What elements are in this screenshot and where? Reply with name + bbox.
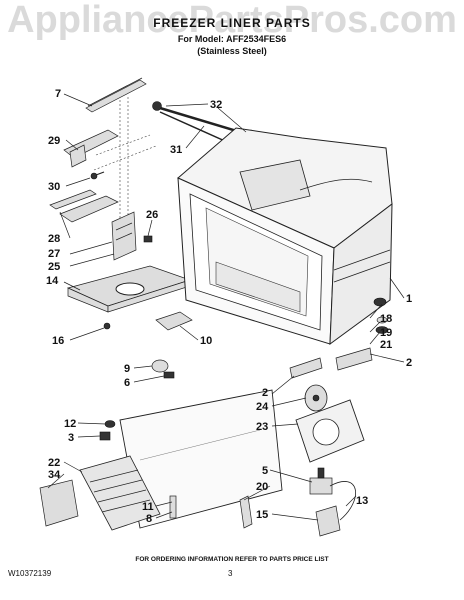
callout-23: 23 xyxy=(256,421,268,433)
diagram-title: FREEZER LINER PARTS xyxy=(153,16,311,30)
leader-lines xyxy=(47,93,405,521)
variant-label: (Stainless Steel) xyxy=(197,46,267,56)
callout-32: 32 xyxy=(210,99,222,111)
callout-14: 14 xyxy=(46,275,59,287)
callout-6: 6 xyxy=(124,377,130,389)
part-20-strip xyxy=(239,495,253,529)
part-9-6-damper xyxy=(151,359,175,379)
guide-lines xyxy=(93,97,157,232)
part-5-motor xyxy=(309,467,333,495)
callout-13: 13 xyxy=(356,495,368,507)
callout-labels: 7 32 31 29 30 26 28 27 25 14 1 18 19 21 … xyxy=(46,88,412,525)
callout-10: 10 xyxy=(200,335,212,347)
callout-30: 30 xyxy=(48,181,60,193)
document-number: W10372139 xyxy=(8,569,52,578)
callout-16: 16 xyxy=(52,335,64,347)
callout-26: 26 xyxy=(146,209,158,221)
part-16-screw xyxy=(103,322,111,330)
part-12-3-hardware xyxy=(99,420,116,441)
part-26-clip xyxy=(143,235,153,243)
callout-2-left: 2 xyxy=(262,387,268,399)
part-30-screw xyxy=(90,171,105,180)
callout-7: 7 xyxy=(55,88,61,100)
part-10-pad xyxy=(155,311,193,331)
callout-2-right: 2 xyxy=(406,357,412,369)
callout-11: 11 xyxy=(142,501,154,513)
part-1-freezer-liner xyxy=(177,127,393,346)
part-15-bracket xyxy=(315,505,341,537)
ordering-note: FOR ORDERING INFORMATION REFER TO PARTS … xyxy=(135,556,329,563)
callout-15: 15 xyxy=(256,509,268,521)
callout-21: 21 xyxy=(380,339,392,351)
callout-9: 9 xyxy=(124,363,130,375)
part-2-gasket-a xyxy=(289,357,323,379)
callout-12: 12 xyxy=(64,418,76,430)
part-22-grille xyxy=(79,455,161,531)
part-29-bracket xyxy=(63,129,119,168)
part-13-harness xyxy=(329,481,356,521)
callout-27: 27 xyxy=(48,248,60,260)
part-8-clip xyxy=(169,495,177,519)
callout-18: 18 xyxy=(380,313,392,325)
callout-28: 28 xyxy=(48,233,60,245)
callout-29: 29 xyxy=(48,135,60,147)
part-34-cover xyxy=(39,479,79,527)
part-7-rail xyxy=(85,77,147,113)
part-23-fan-housing xyxy=(295,399,365,463)
callout-8: 8 xyxy=(146,513,152,525)
part-24-fan xyxy=(304,384,328,412)
part-2-gasket-b xyxy=(335,347,373,371)
part-14-tray xyxy=(66,265,192,313)
model-line: For Model: AFF2534FES6 xyxy=(177,34,287,44)
callout-34: 34 xyxy=(48,469,61,481)
callout-20: 20 xyxy=(256,481,268,493)
page-number: 3 xyxy=(228,569,233,578)
callout-24: 24 xyxy=(256,401,269,413)
watermark: AppliancePartsPros.com xyxy=(7,0,457,41)
callout-19: 19 xyxy=(380,327,392,339)
part-27-25-bracket xyxy=(111,211,137,261)
part-18-19-21-stack xyxy=(373,297,389,334)
callout-5: 5 xyxy=(262,465,268,477)
callout-3: 3 xyxy=(68,432,74,444)
callout-1: 1 xyxy=(406,293,412,305)
callout-22: 22 xyxy=(48,457,60,469)
callout-25: 25 xyxy=(48,261,60,273)
part-28-rail xyxy=(49,189,119,223)
callout-31: 31 xyxy=(170,144,182,156)
